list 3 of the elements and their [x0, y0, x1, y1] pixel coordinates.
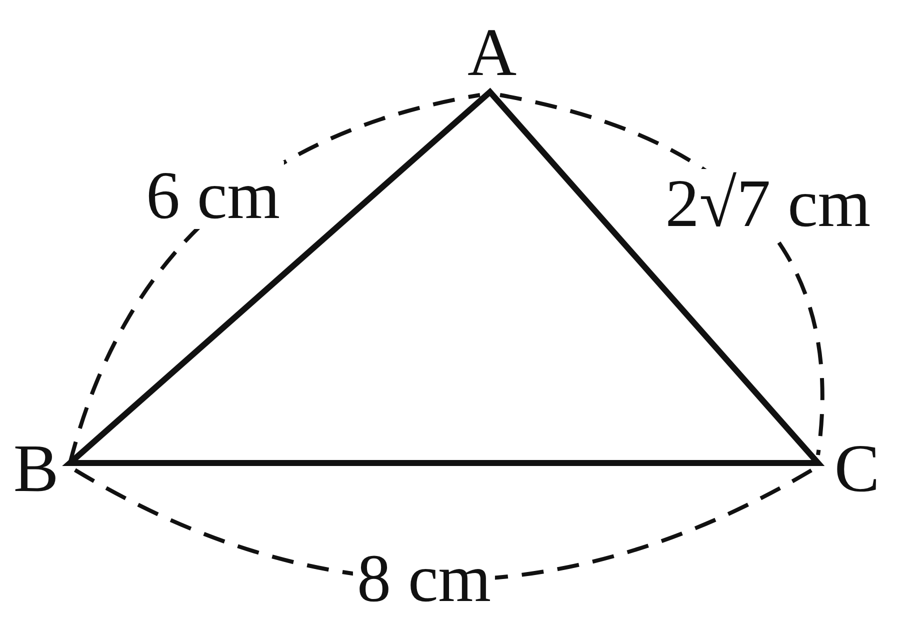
vertex-label: B: [12, 434, 60, 502]
vertex-label: C: [833, 434, 881, 502]
vertex-label: A: [466, 18, 518, 86]
